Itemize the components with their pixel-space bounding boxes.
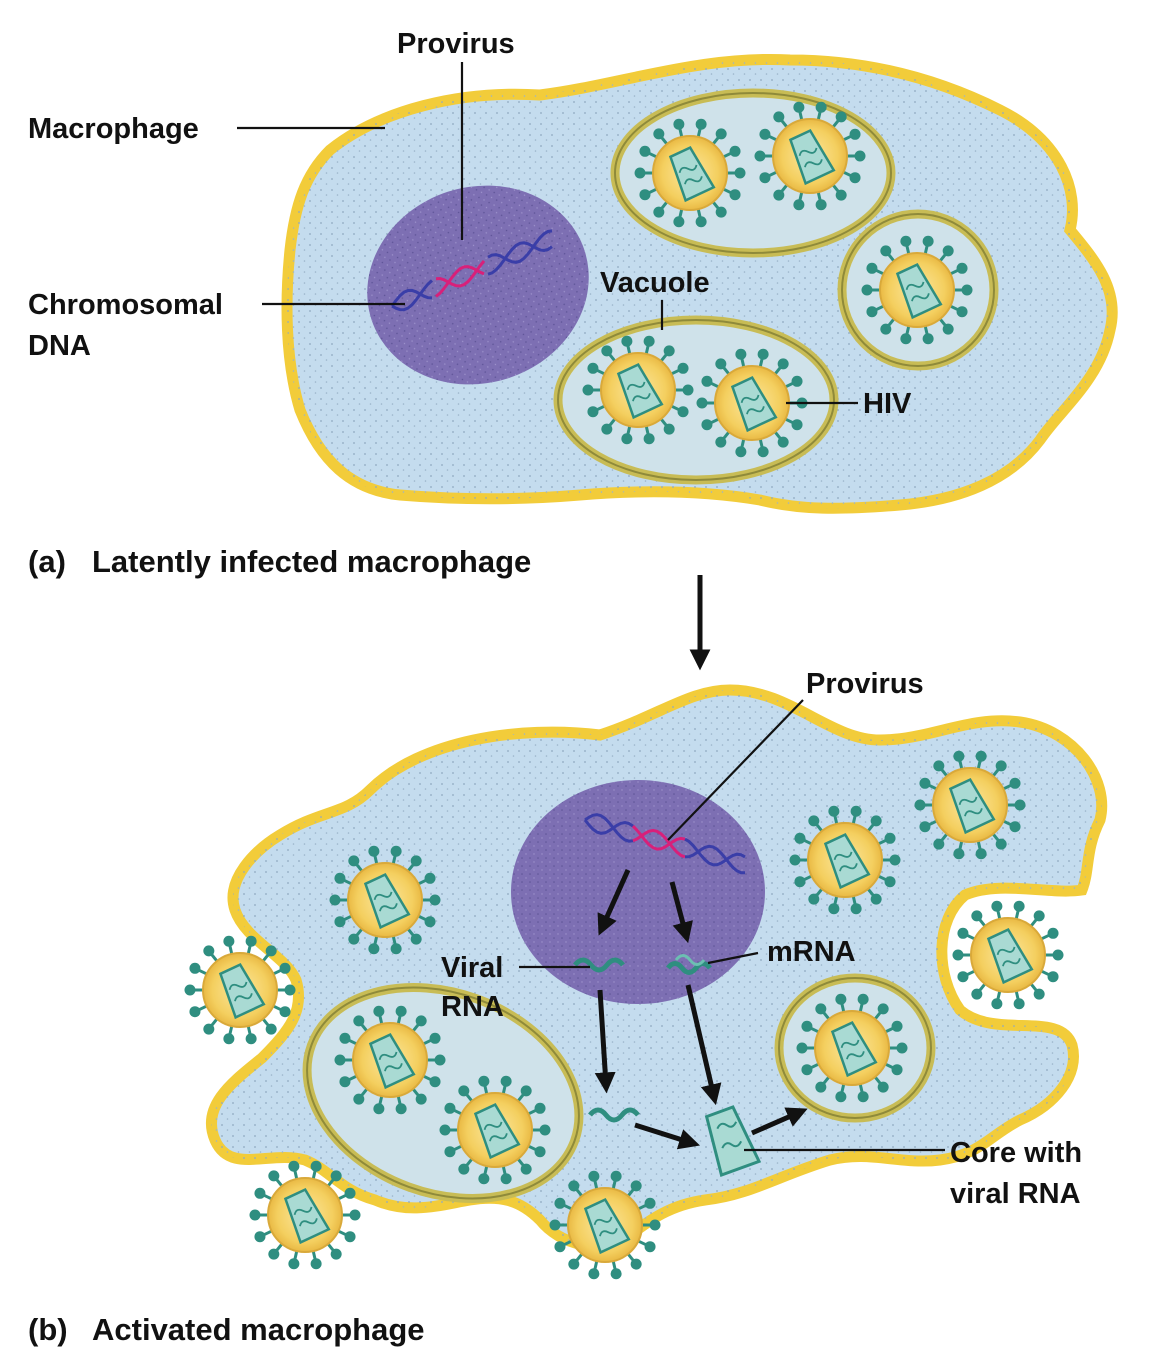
label-provirus-b: Provirus [806,668,924,700]
label-provirus-a: Provirus [397,28,515,60]
panel-b: Provirus Viral RNA mRNA Core with viral … [28,668,1108,1347]
nucleus-b-texture [511,780,765,1004]
hiv-virion [696,348,808,458]
hiv-virion [334,1005,446,1115]
label-mrna: mRNA [767,936,856,968]
label-viral-rna-core: viral RNA [950,1178,1081,1210]
hiv-virions-a [582,101,973,458]
label-core-with: Core with [950,1137,1082,1169]
hiv-virion [796,993,908,1103]
arrow-core-to-vacuole [750,1107,808,1136]
hiv-virion [249,1160,361,1270]
leader-provirus-b [667,699,804,841]
arrow-mrna-to-core [685,984,722,1106]
label-hiv: HIV [863,388,912,420]
hiv-virion [582,335,694,445]
hiv-virion [439,1075,551,1185]
label-viral: Viral [441,952,503,984]
hiv-virion [634,118,746,228]
arrow-rna-to-cytoplasm [594,989,616,1094]
provirus-dna-b [583,813,746,875]
leader-mrna [707,951,759,965]
mrna-squiggle [666,961,712,975]
label-macrophage: Macrophage [28,113,199,145]
hiv-virion [789,805,901,915]
caption-b-letter: (b) [28,1312,68,1347]
arrow-rna-to-core [634,1122,701,1150]
vacuole-a-bottom [553,315,839,485]
hiv-virion [549,1170,661,1280]
mrna-squiggle-2 [674,954,706,966]
caption-a-text: Latently infected macrophage [92,544,531,579]
hiv-virions-b [184,750,1064,1280]
hiv-virion [754,101,866,211]
arrow-to-viral-rna [597,868,631,936]
label-chromosomal: Chromosomal [28,289,223,321]
hiv-virion [184,935,296,1045]
arrow-to-mrna [669,881,693,944]
caption-a-letter: (a) [28,544,66,579]
caption-b-text: Activated macrophage [92,1312,425,1347]
panel-a: Provirus Macrophage Chromosomal DNA Vacu… [28,28,1118,579]
hiv-virion [329,845,441,955]
nucleus-a-texture [367,185,589,385]
hiv-virion [952,900,1064,1010]
core-with-viral-rna [704,1105,762,1178]
cytoplasm-rna-squiggle [588,1107,640,1123]
label-rna: RNA [441,991,504,1023]
viral-rna-squiggle [573,957,625,973]
cytoplasm-a-texture [287,59,1113,509]
label-dna: DNA [28,330,91,362]
hiv-virion [861,235,973,345]
chromosomal-dna-a [390,229,553,312]
label-vacuole: Vacuole [600,267,710,299]
hiv-virion [914,750,1026,860]
